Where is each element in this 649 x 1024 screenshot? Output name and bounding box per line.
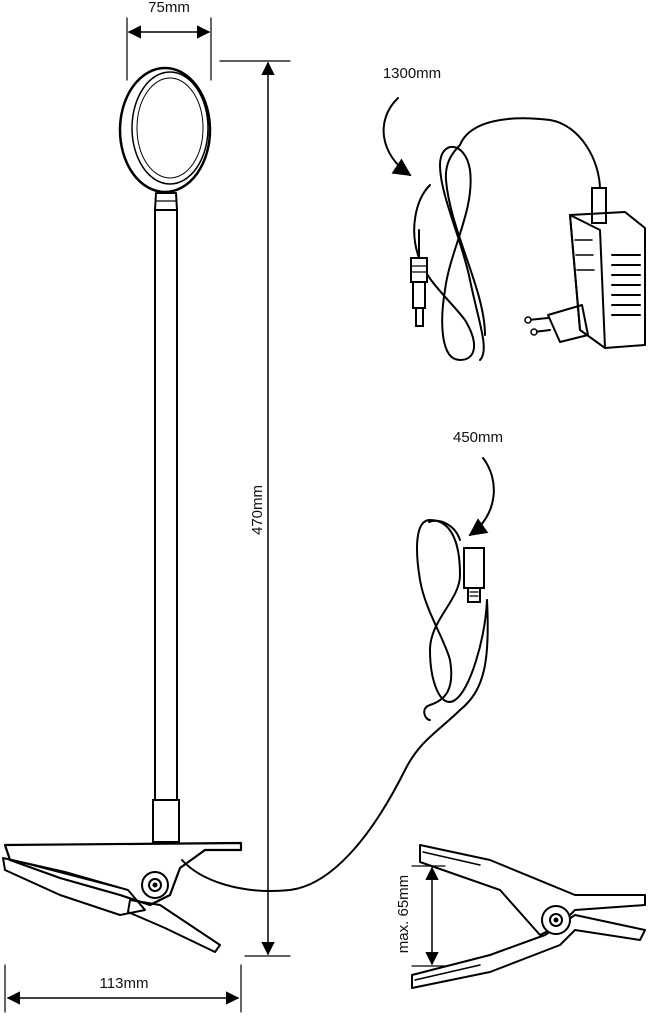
label-head-width: 75mm bbox=[148, 0, 190, 16]
dimension-total-height: 470mm bbox=[219, 60, 291, 957]
power-adapter bbox=[410, 117, 646, 361]
dimension-lamp-cable: 450mm bbox=[453, 429, 503, 537]
label-clamp-width: 113mm bbox=[100, 975, 149, 992]
lamp-cable bbox=[181, 599, 489, 892]
adapter-vents bbox=[574, 239, 641, 316]
dimension-clamp-width: 113mm bbox=[4, 964, 242, 1013]
dimension-adapter-cable: 1300mm bbox=[382, 65, 441, 176]
dimension-head-width: 75mm bbox=[126, 0, 212, 81]
label-adapter-cable: 1300mm bbox=[383, 65, 441, 82]
label-lamp-cable: 450mm bbox=[453, 429, 503, 446]
lamp-head bbox=[118, 66, 212, 194]
adapter-dc-plug bbox=[410, 229, 428, 327]
barrel-connector bbox=[463, 547, 485, 603]
plug-prongs bbox=[524, 304, 589, 343]
label-total-height: 470mm bbox=[249, 485, 266, 535]
clamp-detail bbox=[411, 844, 646, 989]
clamp-base bbox=[2, 841, 243, 953]
dimension-clamp-opening: max. 65mm bbox=[395, 865, 446, 967]
label-clamp-opening: max. 65mm bbox=[395, 875, 412, 953]
gooseneck-arm bbox=[152, 192, 180, 843]
